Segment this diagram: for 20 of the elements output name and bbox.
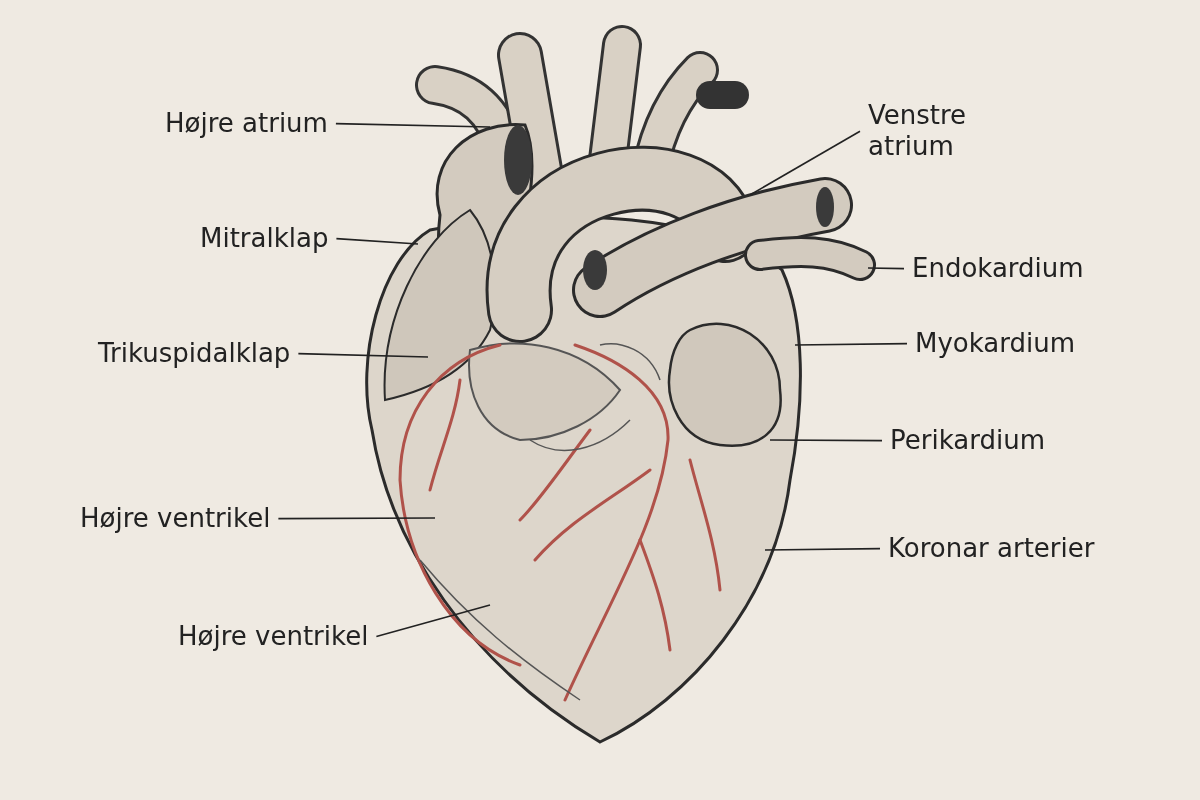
leader-line [794, 342, 908, 346]
leader-line [375, 604, 491, 638]
part-label: Myokardium [915, 328, 1076, 360]
leader-line [867, 267, 905, 270]
leader-line [335, 237, 419, 245]
part-label: Koronar arterier [888, 533, 1095, 565]
part-label: Højre ventrikel [178, 621, 369, 653]
leader-line [749, 130, 861, 196]
leader-line [297, 352, 429, 358]
part-label: Højre ventrikel [80, 503, 271, 535]
leader-line [769, 439, 883, 442]
part-label: Venstre atrium [868, 100, 1008, 163]
part-label: Perikardium [890, 425, 1045, 457]
part-label: Mitralklap [200, 223, 329, 255]
part-label: Trikuspidalklap [98, 338, 291, 370]
part-label: Endokardium [912, 253, 1084, 285]
leader-line [277, 517, 436, 520]
leader-line [335, 122, 491, 128]
leader-line [764, 547, 881, 551]
part-label: Højre atrium [165, 108, 328, 140]
